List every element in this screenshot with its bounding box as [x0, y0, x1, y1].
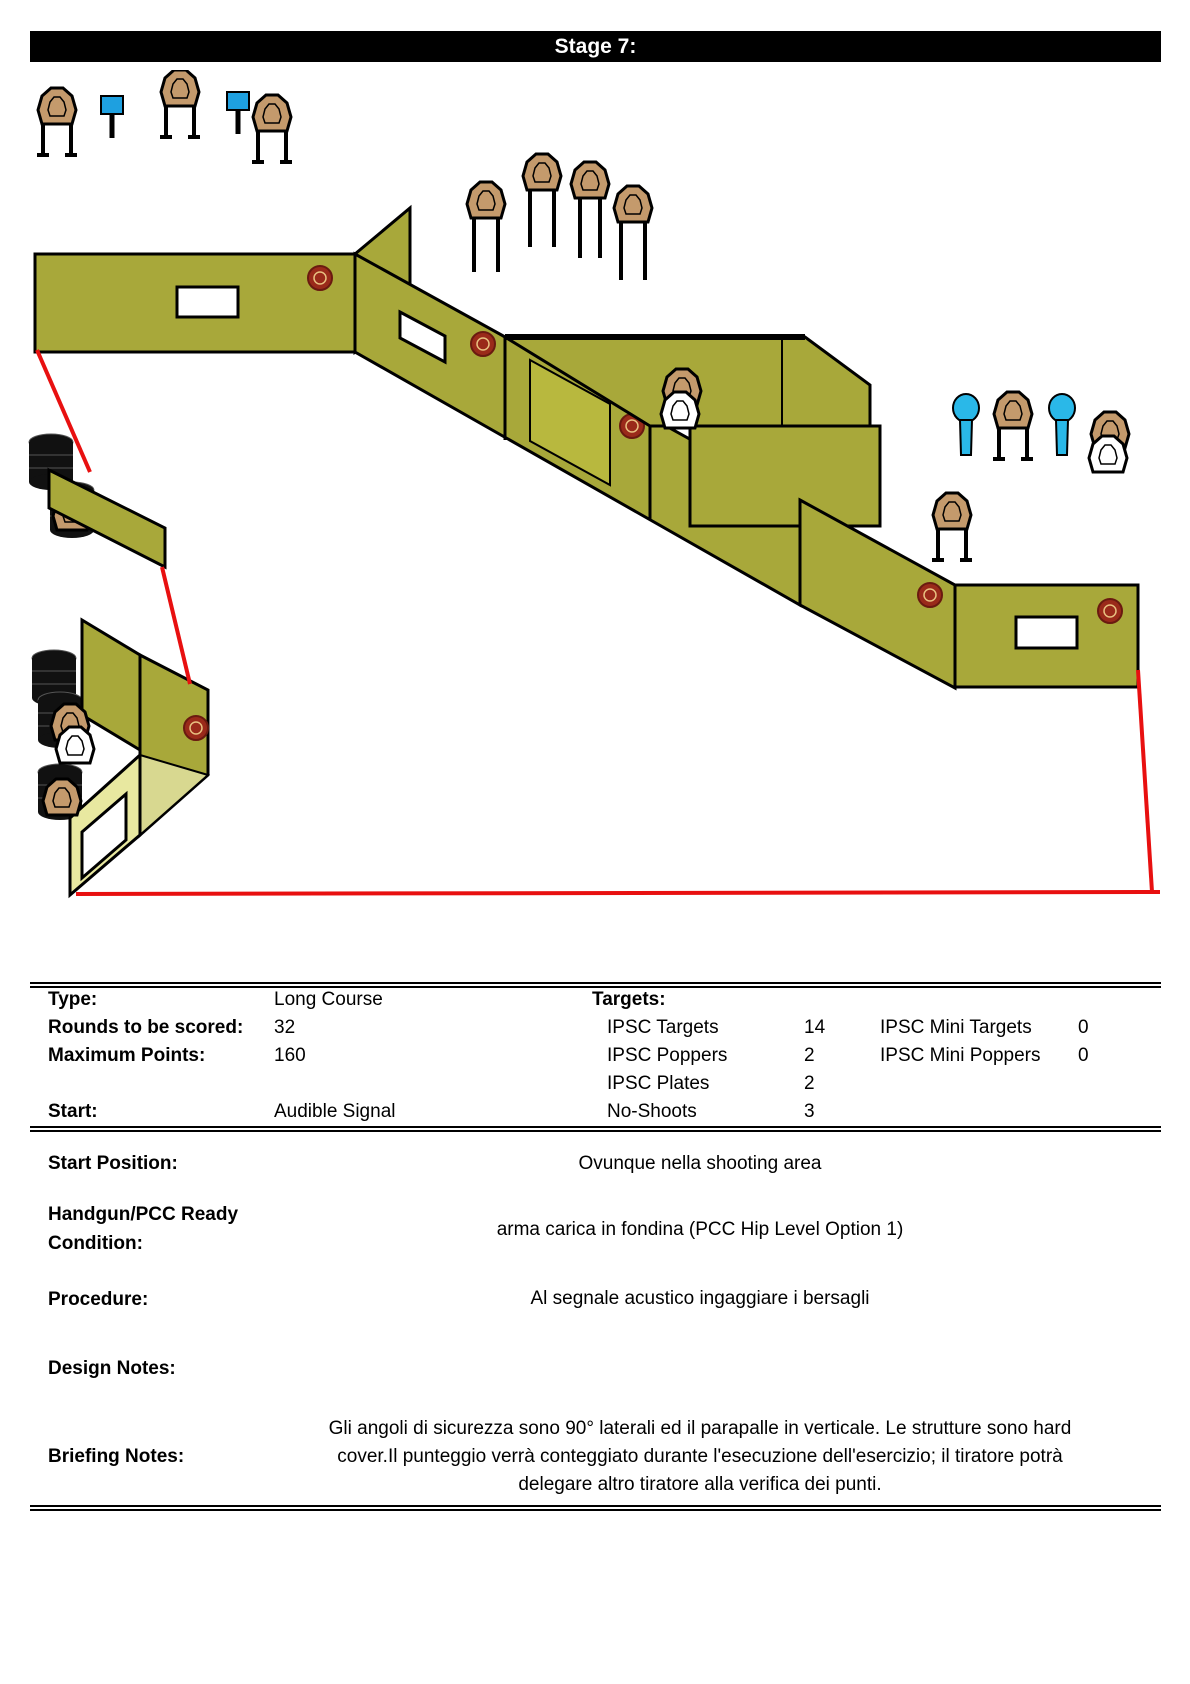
rounds-label: Rounds to be scored: [48, 1017, 244, 1038]
briefing-notes-line: delegare altro tiratore alla verifica de… [518, 1474, 882, 1495]
ready-condition-label: Condition: [48, 1233, 143, 1254]
ipsc-target [465, 180, 507, 272]
port-window [398, 309, 447, 365]
briefing-notes-label: Briefing Notes: [48, 1446, 185, 1467]
popper [1048, 393, 1076, 456]
ipsc-target [521, 152, 563, 247]
briefing-notes-line: Gli angoli di sicurezza sono 90° lateral… [328, 1418, 1072, 1439]
steel-plate [101, 96, 123, 138]
targets-label: Targets: [592, 989, 666, 1010]
start-position-label: Start Position: [48, 1153, 178, 1174]
no-shoot-target [659, 390, 701, 430]
ready-condition-value: arma carica in fondina (PCC Hip Level Op… [496, 1219, 904, 1240]
table-top-rule [30, 982, 1161, 988]
target-count: 14 [804, 1017, 826, 1038]
mini-target-name: IPSC Mini Targets [880, 1017, 1032, 1038]
wall [688, 424, 882, 528]
sponsor-logo [470, 331, 496, 357]
target-count: 3 [804, 1101, 815, 1122]
ipsc-target [569, 160, 611, 258]
sponsor-logo [183, 715, 209, 741]
max-points-value: 160 [274, 1045, 306, 1066]
ipsc-target [252, 95, 292, 162]
rounds-value: 32 [274, 1017, 296, 1038]
ready-condition-label: Handgun/PCC Ready [48, 1204, 239, 1225]
ipsc-target [37, 88, 77, 155]
procedure-label: Procedure: [48, 1289, 149, 1310]
mini-target-name: IPSC Mini Poppers [880, 1045, 1041, 1066]
sponsor-logo [1097, 598, 1123, 624]
steel-plate [227, 92, 249, 134]
type-label: Type: [48, 989, 98, 1010]
target-count: 2 [804, 1045, 815, 1066]
port-window [1014, 615, 1079, 650]
ipsc-target [932, 493, 972, 560]
fault-line [35, 349, 1161, 896]
port-window [80, 790, 128, 882]
target-name: IPSC Targets [607, 1017, 719, 1038]
wall [47, 467, 167, 570]
no-shoot-target [54, 725, 96, 765]
ipsc-target-with-no-shoot [1087, 410, 1131, 474]
max-points-label: Maximum Points: [48, 1045, 206, 1066]
wall [80, 617, 142, 753]
start-position-value: Ovunque nella shooting area [578, 1153, 822, 1174]
mini-target-count: 0 [1078, 1017, 1089, 1038]
target-count: 2 [804, 1073, 815, 1094]
door [529, 358, 611, 487]
briefing-notes-line: cover.Il punteggio verrà conteggiato dur… [337, 1446, 1063, 1467]
sponsor-logo [307, 265, 333, 291]
table-bottom-rule [30, 1505, 1161, 1511]
table-mid-rule [30, 1126, 1161, 1132]
target-name: No-Shoots [607, 1101, 697, 1122]
start-label: Start: [48, 1101, 98, 1122]
target-name: IPSC Poppers [607, 1045, 728, 1066]
popper [952, 393, 980, 456]
port-window [175, 285, 240, 319]
ipsc-target [41, 777, 83, 817]
ipsc-target [612, 184, 654, 280]
ipsc-target [993, 392, 1033, 459]
mini-target-count: 0 [1078, 1045, 1089, 1066]
design-notes-label: Design Notes: [48, 1358, 176, 1379]
stage-title: Stage 7: [30, 31, 1161, 62]
ipsc-target [160, 70, 200, 137]
start-value: Audible Signal [274, 1101, 396, 1122]
procedure-value: Al segnale acustico ingaggiare i bersagl… [530, 1288, 870, 1309]
stage-diagram [28, 70, 1161, 899]
target-name: IPSC Plates [607, 1073, 710, 1094]
type-value: Long Course [274, 989, 383, 1010]
sponsor-logo [917, 582, 943, 608]
